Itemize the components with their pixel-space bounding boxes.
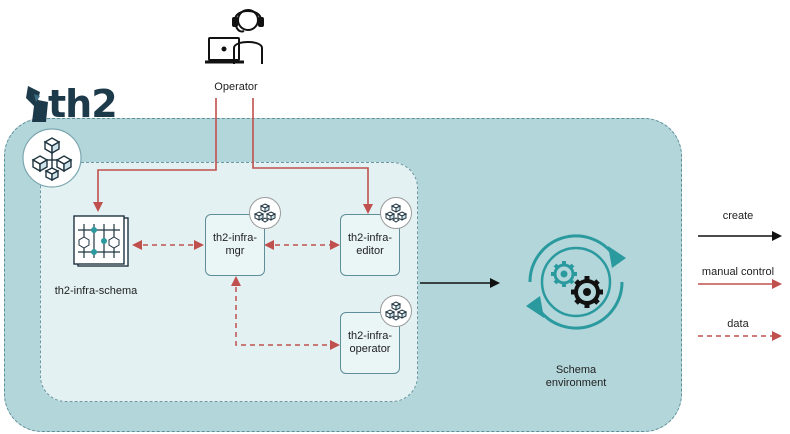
cubes-badge-icon	[384, 203, 408, 223]
control-to-schema-edge	[93, 98, 217, 212]
editor-node: th2-infra- editor	[340, 214, 400, 276]
cubes-badge-icon	[384, 301, 408, 321]
cluster-cubes-icon	[22, 128, 82, 188]
th2-logo-mark-icon	[26, 86, 48, 122]
operator-laptop-icon	[205, 9, 264, 64]
schema-environment-label: Schema environment	[545, 364, 607, 389]
operator-badge	[380, 295, 412, 327]
operator-actor	[204, 4, 268, 70]
editor-badge	[380, 197, 412, 229]
mgr-operator-data-edge	[231, 276, 340, 350]
schema-environment-node	[516, 222, 636, 342]
schema-node	[70, 214, 132, 270]
brand-text: th2	[48, 82, 118, 126]
legend-data-label: data	[727, 318, 749, 330]
cluster-icon-badge	[22, 128, 82, 188]
schema-repo-icon	[73, 215, 129, 267]
control-to-editor-edge	[252, 98, 373, 214]
mgr-node: th2-infra- mgr	[205, 214, 265, 276]
schema-label: th2-infra-schema	[54, 285, 138, 297]
mgr-badge	[249, 197, 281, 229]
cubes-badge-icon	[253, 203, 277, 223]
legend-create-label: create	[722, 210, 754, 222]
gear-cycle-icon	[526, 234, 626, 330]
legend-manual-label: manual control	[701, 266, 775, 278]
operator-label: Operator	[214, 81, 258, 93]
